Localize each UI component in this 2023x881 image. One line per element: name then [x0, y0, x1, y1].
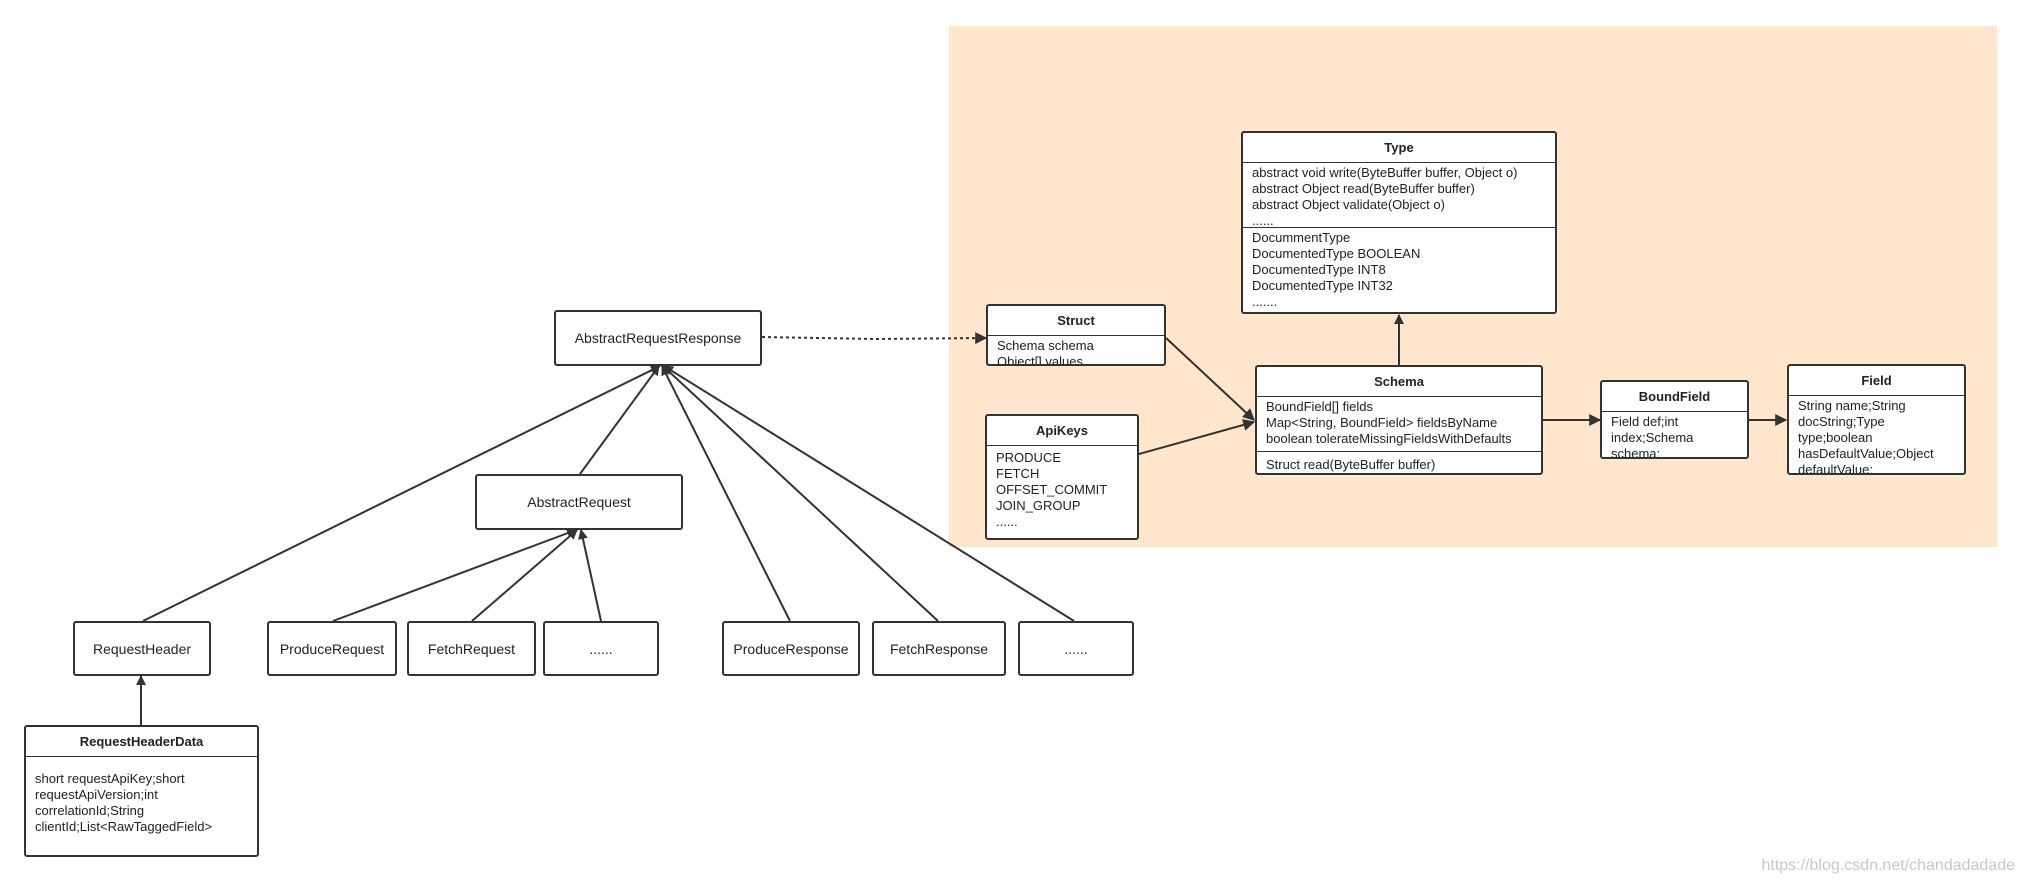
class-name: ProduceResponse	[733, 640, 849, 657]
class-methods: abstract void write(ByteBuffer buffer, O…	[1243, 163, 1555, 228]
class-title: Schema	[1257, 367, 1541, 397]
field-line: hasDefaultValue;Object	[1798, 446, 1934, 461]
subtype-line: DocummentType	[1252, 230, 1351, 245]
class-request-header: RequestHeader	[73, 621, 211, 676]
field-line: Object[] values	[997, 354, 1083, 366]
class-fields: String name;String docString;Type type;b…	[1789, 396, 1964, 475]
field-line: boolean tolerateMissingFieldsWithDefault…	[1266, 431, 1512, 446]
subtype-line: .......	[1252, 294, 1278, 309]
field-line: BoundField[] fields	[1266, 399, 1373, 414]
class-name: FetchRequest	[427, 640, 516, 657]
field-line: schema;	[1611, 446, 1661, 459]
enum-line: JOIN_GROUP	[996, 498, 1081, 513]
method-line: Struct read(ByteBuffer buffer)	[1266, 457, 1436, 472]
class-fields: short requestApiKey;short requestApiVers…	[26, 757, 257, 837]
field-line: String name;String	[1798, 398, 1906, 413]
class-schema: Schema BoundField[] fields Map<String, B…	[1255, 365, 1543, 475]
class-name: ProduceRequest	[279, 640, 385, 657]
class-subtypes: DocummentType DocumentedType BOOLEAN Doc…	[1243, 227, 1555, 312]
field-line: requestApiVersion;int	[35, 787, 158, 802]
field-line: type;boolean	[1798, 430, 1873, 445]
field-line: clientId;List<RawTaggedField>	[35, 819, 213, 834]
class-type: Type abstract void write(ByteBuffer buff…	[1241, 131, 1557, 314]
class-response-more: ......	[1018, 621, 1134, 676]
enum-line: FETCH	[996, 466, 1040, 481]
edge-abstractrequest-to-abstractrequestresponse	[579, 365, 660, 475]
class-title: BoundField	[1602, 382, 1747, 412]
class-title: Field	[1789, 366, 1964, 396]
field-line: docString;Type	[1798, 414, 1885, 429]
edge-fetchresponse-to-abstractrequestresponse	[662, 365, 939, 622]
class-name: RequestHeader	[92, 640, 192, 657]
edge-producerequest-to-abstractrequest	[332, 528, 577, 622]
class-title: Struct	[988, 306, 1164, 336]
field-line: defaultValue;	[1798, 462, 1873, 475]
class-name: AbstractRequestResponse	[574, 330, 742, 346]
edge-requestmore-to-abstractrequest	[578, 529, 602, 622]
class-fields: Field def;int index;Schema schema;	[1602, 412, 1747, 459]
class-fields: PRODUCE FETCH OFFSET_COMMIT JOIN_GROUP .…	[987, 446, 1137, 532]
class-fields: Schema schema Object[] values	[988, 336, 1164, 366]
class-name: ......	[589, 640, 613, 657]
class-name: FetchResponse	[889, 640, 989, 657]
method-line: abstract Object read(ByteBuffer buffer)	[1252, 181, 1475, 196]
field-line: short requestApiKey;short	[35, 771, 185, 786]
class-name: AbstractRequest	[527, 494, 631, 510]
class-abstract-request-response: AbstractRequestResponse	[554, 310, 762, 366]
class-title: Type	[1243, 133, 1555, 163]
class-fetch-response: FetchResponse	[872, 621, 1006, 676]
field-line: Field def;int	[1611, 414, 1679, 429]
class-struct: Struct Schema schema Object[] values	[986, 304, 1166, 366]
edge-fetchrequest-to-abstractrequest	[471, 529, 578, 622]
class-title: RequestHeaderData	[26, 727, 257, 757]
enum-line: PRODUCE	[996, 450, 1062, 465]
method-line: abstract void write(ByteBuffer buffer, O…	[1252, 165, 1518, 180]
class-abstract-request: AbstractRequest	[475, 474, 683, 530]
watermark: https://blog.csdn.net/chandadadade	[1761, 857, 2015, 874]
class-fields: BoundField[] fields Map<String, BoundFie…	[1257, 397, 1541, 451]
subtype-line: DocumentedType INT32	[1252, 278, 1393, 293]
class-field: Field String name;String docString;Type …	[1787, 364, 1966, 475]
class-api-keys: ApiKeys PRODUCE FETCH OFFSET_COMMIT JOIN…	[985, 414, 1139, 540]
subtype-line: DocumentedType BOOLEAN	[1252, 246, 1421, 261]
class-name: ......	[1064, 640, 1088, 657]
class-title: ApiKeys	[987, 416, 1137, 446]
class-methods: Struct read(ByteBuffer buffer)	[1257, 451, 1541, 473]
class-request-header-data: RequestHeaderData short requestApiKey;sh…	[24, 725, 259, 857]
class-produce-request: ProduceRequest	[267, 621, 397, 676]
subtype-line: DocumentedType INT8	[1252, 262, 1386, 277]
class-fetch-request: FetchRequest	[407, 621, 536, 676]
field-line: correlationId;String	[35, 803, 145, 818]
method-line: ......	[1252, 213, 1274, 228]
class-bound-field: BoundField Field def;int index;Schema sc…	[1600, 380, 1749, 459]
enum-line: OFFSET_COMMIT	[996, 482, 1108, 497]
field-line: Map<String, BoundField> fieldsByName	[1266, 415, 1498, 430]
class-produce-response: ProduceResponse	[722, 621, 860, 676]
field-line: index;Schema	[1611, 430, 1694, 445]
field-line: Schema schema	[997, 338, 1094, 353]
class-request-more: ......	[543, 621, 659, 676]
enum-line: ......	[996, 514, 1018, 529]
method-line: abstract Object validate(Object o)	[1252, 197, 1445, 212]
